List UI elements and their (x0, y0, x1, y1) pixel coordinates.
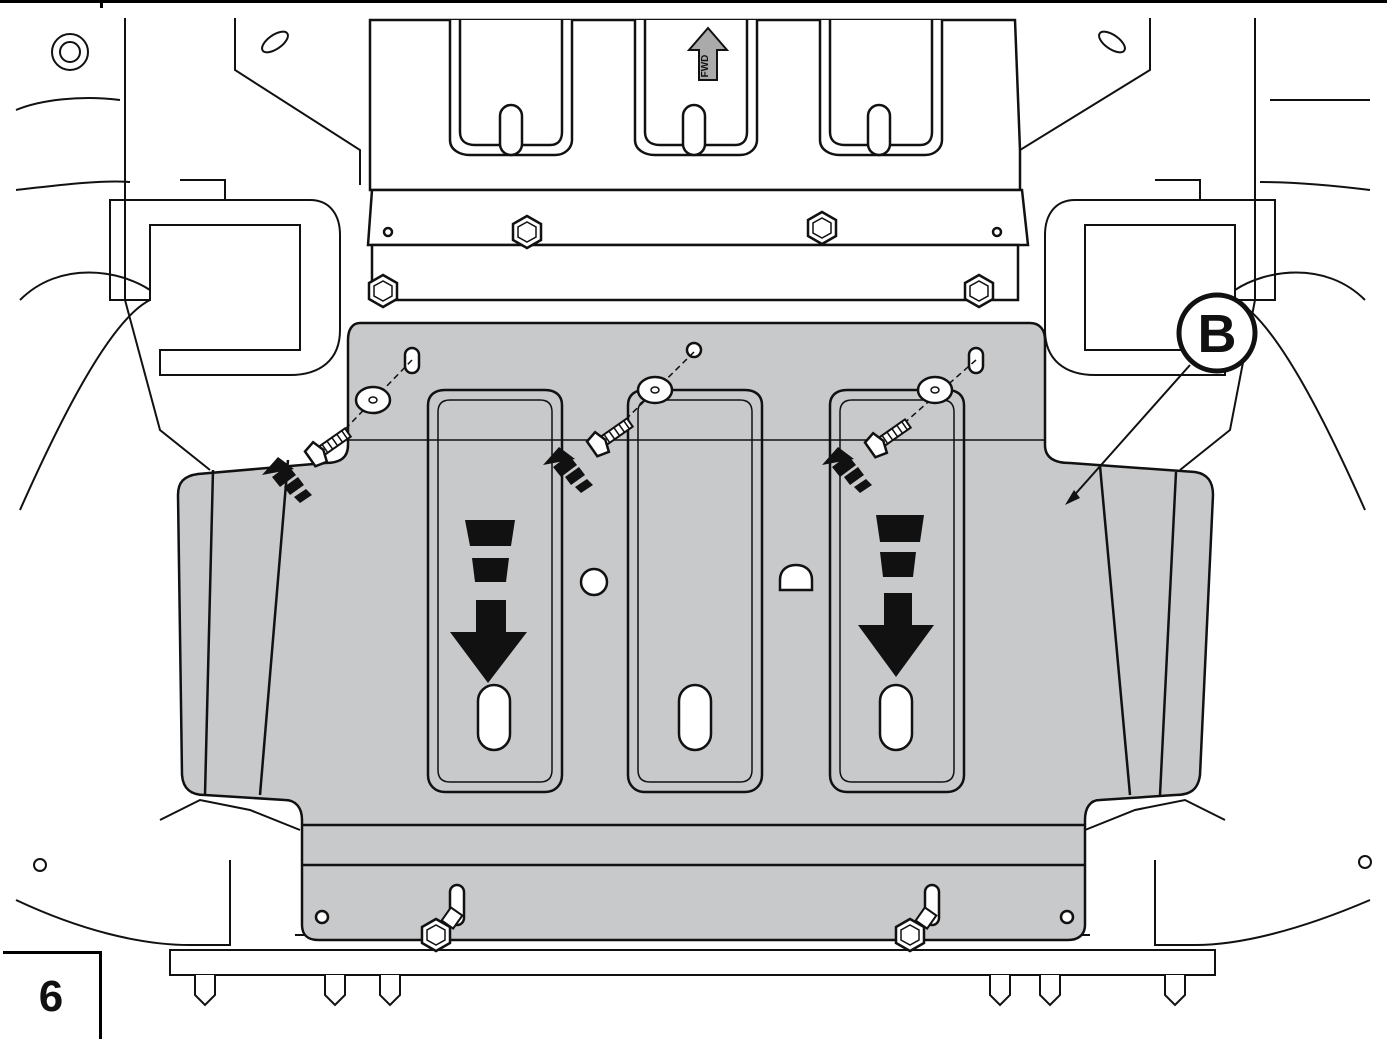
fwd-label: FWD (700, 55, 711, 78)
top-border (0, 0, 1387, 3)
step-number-box: 6 (3, 951, 102, 1039)
fwd-arrow-icon: FWD (686, 26, 730, 81)
top-left-tab (0, 0, 103, 8)
callout-letter: B (1198, 304, 1237, 364)
bolt-icon (367, 273, 399, 309)
skid-plate-b (176, 321, 1215, 942)
lower-bolts (420, 906, 938, 953)
step-number: 6 (38, 971, 64, 1021)
lower-mounts (194, 975, 1186, 1007)
callout-b: B (1065, 292, 1258, 505)
bolt-icon (806, 210, 838, 246)
washer-icon (636, 375, 674, 405)
bolt-icon (963, 273, 995, 309)
washer-icon (354, 385, 392, 415)
direction-arrow-left (450, 520, 527, 683)
frame-holes (33, 30, 1372, 872)
direction-arrow-right (858, 515, 934, 677)
washer-icon (916, 375, 954, 405)
bolt-icon (511, 214, 543, 250)
